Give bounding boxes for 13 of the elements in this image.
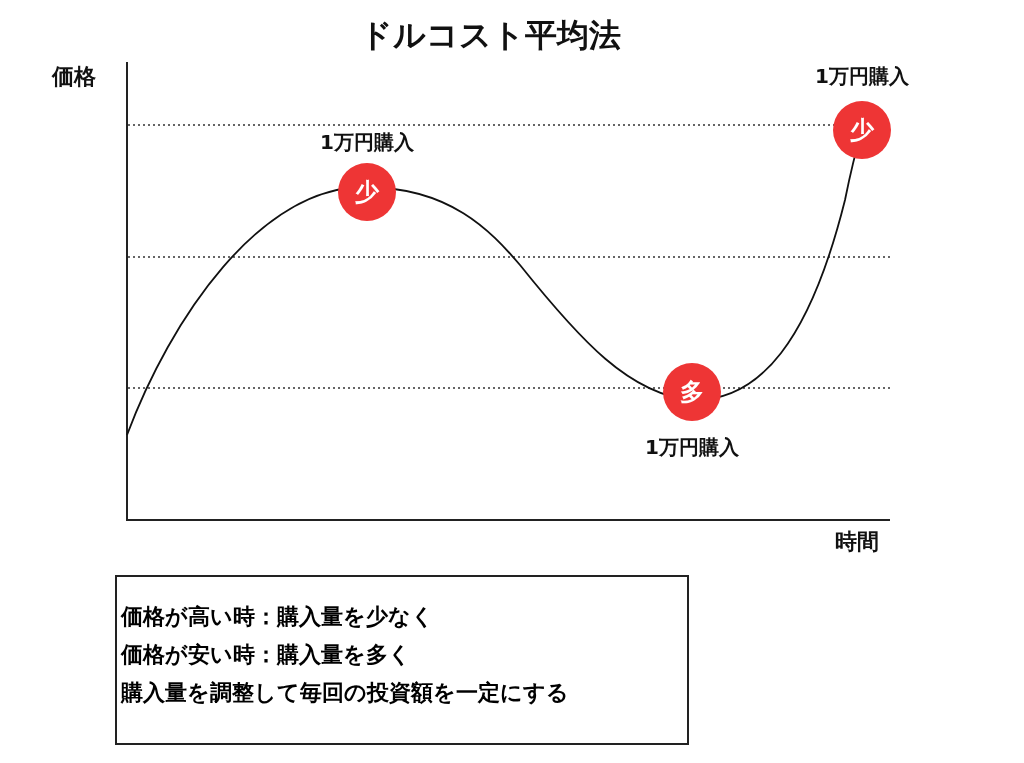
note-box (115, 575, 689, 745)
axis-label: 価格 (52, 63, 96, 91)
marker-circle: 少 (338, 163, 396, 221)
note-text: 価格が高い時：購入量を少なく (121, 603, 434, 631)
purchase-label: 1万円購入 (644, 434, 740, 461)
chart-title: ドルコスト平均法 (358, 15, 622, 56)
marker-circle: 少 (833, 101, 891, 159)
axis-label: 時間 (835, 528, 879, 556)
note-text: 購入量を調整して毎回の投資額を一定にする (121, 679, 569, 707)
purchase-label: 1万円購入 (319, 129, 415, 156)
purchase-label: 1万円購入 (814, 63, 910, 90)
marker-circle: 多 (663, 363, 721, 421)
note-text: 価格が安い時：購入量を多く (121, 641, 411, 669)
